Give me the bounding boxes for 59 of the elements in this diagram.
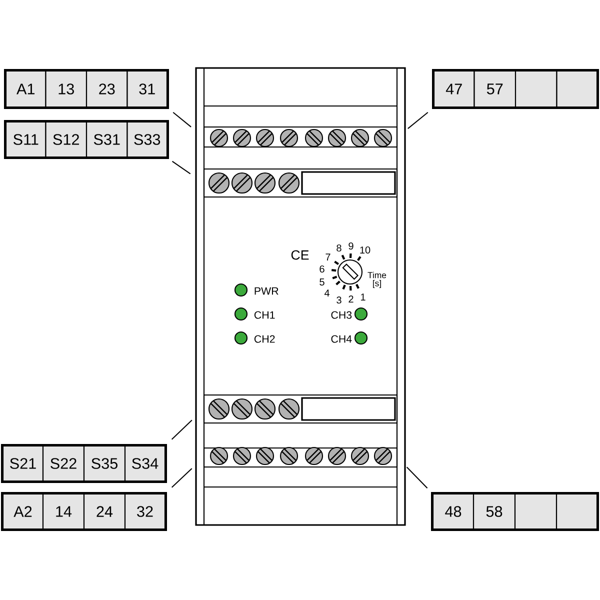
terminal-cell <box>556 493 598 530</box>
leader-line <box>408 112 428 129</box>
screw-terminal-row <box>203 446 398 468</box>
terminal-cell: A1 <box>5 70 46 108</box>
terminal-strip <box>4 120 169 159</box>
terminal-strip <box>432 69 599 109</box>
led-label: CH3 <box>331 311 352 319</box>
terminal-cell: S33 <box>126 121 168 158</box>
terminal-strip <box>1 492 167 531</box>
dial-number: 7 <box>326 254 330 260</box>
dial-caption: [s] <box>373 280 381 288</box>
terminal-strip <box>1 444 167 483</box>
leader-line <box>172 160 191 174</box>
terminal-cell: 57 <box>474 70 516 108</box>
terminal-cell: 47 <box>433 70 475 108</box>
terminal-strip <box>431 492 599 531</box>
terminal-cell: 48 <box>432 493 474 530</box>
screw-terminal-row <box>203 168 398 198</box>
leader-line <box>171 468 192 488</box>
terminal-cell: 31 <box>126 70 168 108</box>
led-label: CH2 <box>254 335 275 343</box>
terminal-cell: S22 <box>42 445 85 482</box>
terminal-cell: 32 <box>124 493 166 530</box>
led-label: PWR <box>254 287 278 295</box>
terminal-cell: S35 <box>83 445 126 482</box>
terminal-cell: A2 <box>2 493 44 530</box>
terminal-cell: 23 <box>86 70 128 108</box>
dial-number: 2 <box>348 296 354 302</box>
screw-terminal-row <box>203 126 398 148</box>
dial-number: 8 <box>336 244 342 252</box>
terminal-cell <box>514 493 558 530</box>
dial-number: 10 <box>360 246 370 254</box>
terminal-cell: 24 <box>83 493 126 530</box>
dial-number: 1 <box>360 294 366 300</box>
ce-mark: CE <box>291 250 309 260</box>
terminal-cell: 14 <box>42 493 85 530</box>
terminal-cell: S21 <box>2 445 44 482</box>
dial-caption: Time <box>368 272 386 278</box>
leader-line <box>172 112 192 128</box>
dial-number: 3 <box>336 296 342 304</box>
terminal-cell: S34 <box>124 445 166 482</box>
led-label: CH1 <box>254 311 275 319</box>
terminal-cell: S11 <box>5 121 46 158</box>
dial-number: 5 <box>320 278 324 286</box>
terminal-cell: 13 <box>45 70 88 108</box>
dial-number: 4 <box>324 290 330 296</box>
terminal-cell <box>556 70 598 108</box>
terminal-cell: S12 <box>45 121 88 158</box>
terminal-strip <box>4 69 169 109</box>
terminal-cell: S31 <box>86 121 128 158</box>
terminal-cell: 58 <box>472 493 516 530</box>
led-label: CH4 <box>331 335 352 343</box>
leader-line <box>406 466 428 489</box>
dial-number: 9 <box>348 242 354 250</box>
screw-terminal-row <box>203 394 398 424</box>
terminal-cell <box>514 70 558 108</box>
leader-line <box>171 420 192 440</box>
dial-number: 6 <box>320 265 324 273</box>
relay-housing <box>195 67 406 526</box>
